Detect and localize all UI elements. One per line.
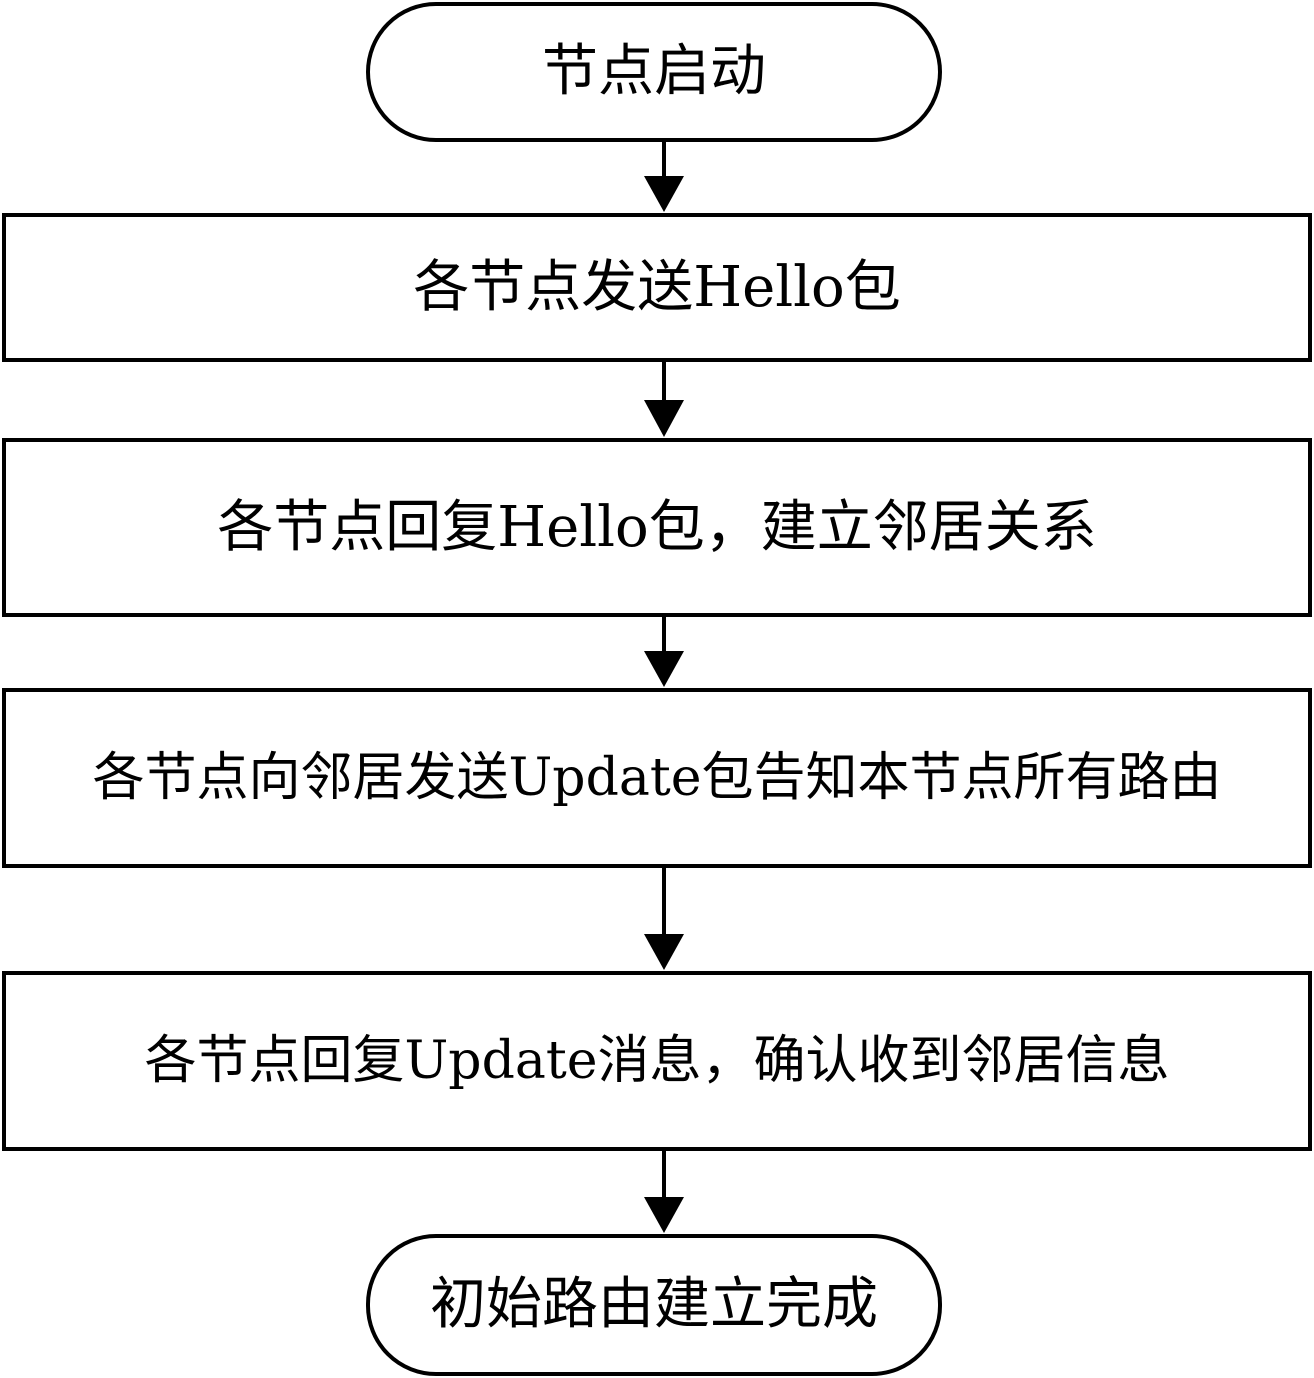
arrow-step1-to-step2	[644, 362, 684, 437]
step-1-label: 各节点发送Hello包	[413, 254, 901, 320]
end-terminal: 初始路由建立完成	[366, 1234, 942, 1376]
end-label: 初始路由建立完成	[430, 1272, 878, 1337]
arrow-step3-to-step4	[644, 868, 684, 970]
arrow-step4-to-end	[644, 1151, 684, 1233]
process-step-1: 各节点发送Hello包	[2, 213, 1312, 362]
process-step-2: 各节点回复Hello包，建立邻居关系	[2, 438, 1312, 617]
start-label: 节点启动	[542, 39, 766, 104]
step-4-label: 各节点回复Update消息，确认收到邻居信息	[144, 1031, 1170, 1091]
arrow-step2-to-step3	[644, 617, 684, 687]
arrow-start-to-step1	[644, 142, 684, 212]
process-step-4: 各节点回复Update消息，确认收到邻居信息	[2, 971, 1312, 1151]
step-3-label: 各节点向邻居发送Update包告知本节点所有路由	[92, 748, 1222, 808]
process-step-3: 各节点向邻居发送Update包告知本节点所有路由	[2, 688, 1312, 868]
step-2-label: 各节点回复Hello包，建立邻居关系	[217, 494, 1097, 560]
start-terminal: 节点启动	[366, 2, 942, 142]
